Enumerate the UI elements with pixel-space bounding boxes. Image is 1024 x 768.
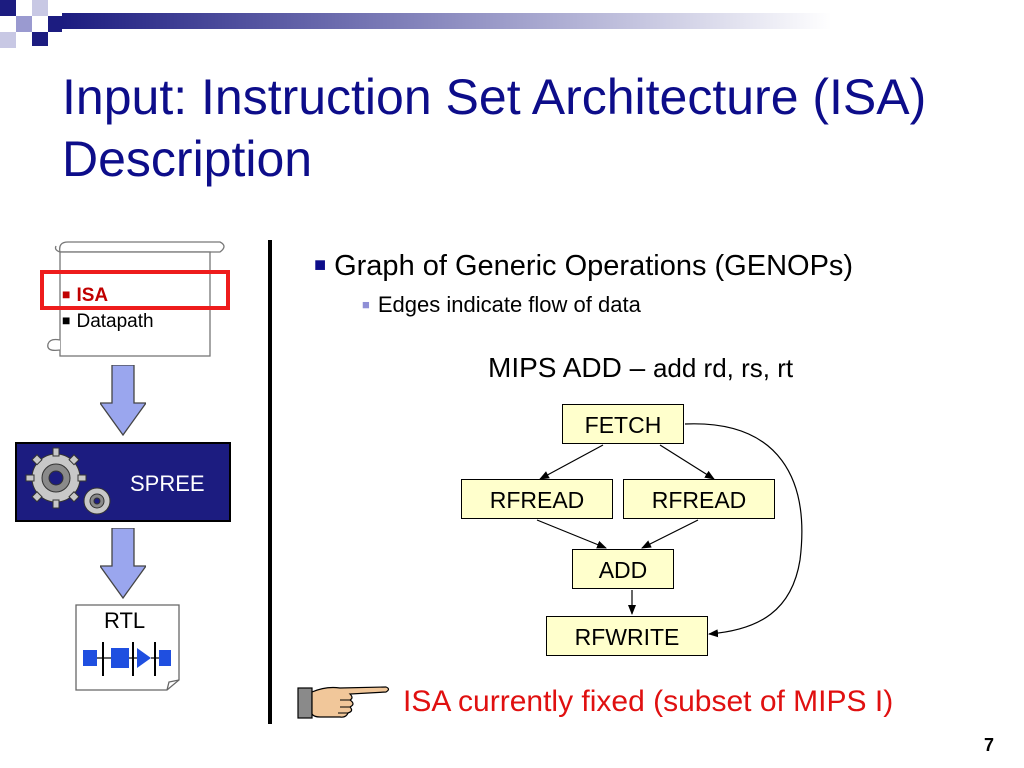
node-rfread-2: RFREAD — [623, 479, 775, 519]
scroll-list: ■ISA ■Datapath — [62, 282, 154, 334]
down-arrow-icon — [100, 528, 146, 600]
node-rfwrite: RFWRITE — [546, 616, 708, 656]
gear-icon — [25, 447, 111, 515]
diagram-caption: MIPS ADD – add rd, rs, rt — [488, 352, 794, 383]
edge-fetch-rfwrite — [684, 423, 803, 638]
edge-fetch-rfread1 — [539, 444, 604, 480]
edge-fetch-rfread2 — [659, 444, 715, 480]
pointing-hand-icon — [297, 686, 390, 719]
document-icon — [75, 604, 180, 691]
scroll-item-datapath: ■Datapath — [62, 311, 154, 332]
node-fetch: FETCH — [562, 404, 684, 444]
spree-label: SPREE — [130, 471, 205, 496]
header-banner — [0, 0, 1024, 48]
page-title: Input: Instruction Set Architecture (ISA… — [62, 69, 927, 187]
down-arrow-icon — [100, 365, 146, 437]
edge-rfread2-add — [641, 519, 699, 549]
node-add: ADD — [572, 549, 674, 589]
edge-rfread1-add — [536, 519, 607, 549]
scroll-icon — [47, 241, 225, 357]
node-rfread-1: RFREAD — [461, 479, 613, 519]
bullet-edges: ■Edges indicate flow of data — [362, 292, 641, 317]
scroll-item-isa: ■ISA — [62, 285, 109, 306]
rtl-label: RTL — [104, 608, 146, 633]
footnote: ISA currently fixed (subset of MIPS I) — [403, 685, 894, 718]
vertical-divider — [268, 240, 272, 724]
bullet-genops: ■Graph of Generic Operations (GENOPs) — [314, 250, 854, 282]
rtl-circuit-icon — [83, 642, 171, 676]
corner-square — [0, 0, 16, 16]
page-number: 7 — [984, 735, 995, 755]
isa-highlight-box — [40, 270, 230, 310]
